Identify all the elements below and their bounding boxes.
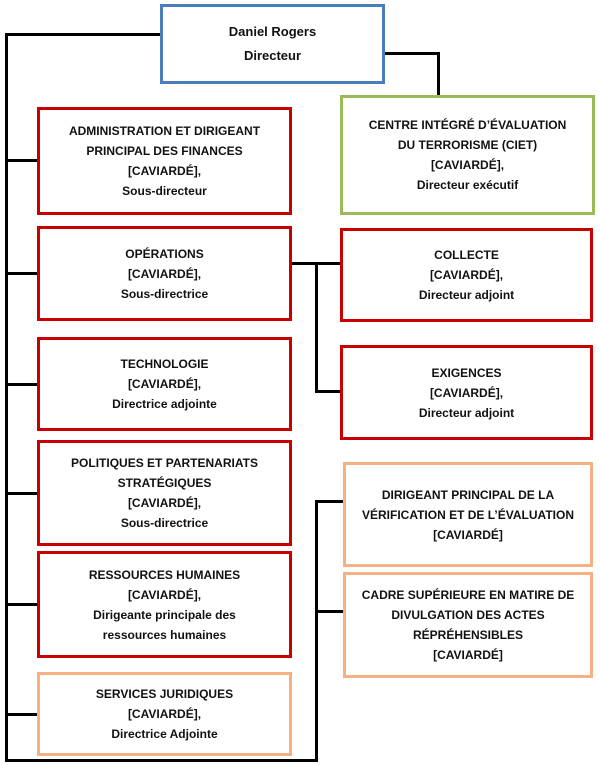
- org-box-ciet: CENTRE INTÉGRÉ D’ÉVALUATION DU TERRORISM…: [340, 95, 595, 215]
- connector-stub-dirigeant: [315, 500, 343, 503]
- org-box-line: [CAVIARDÉ]: [433, 527, 503, 542]
- org-box-line: Directeur exécutif: [416, 178, 519, 192]
- org-box-line: TECHNOLOGIE: [120, 357, 209, 371]
- org-box-line: VÉRIFICATION ET DE L’ÉVALUATION: [361, 507, 574, 522]
- org-box-line: Directrice adjointe: [112, 397, 217, 411]
- org-box-line: Directeur adjoint: [418, 405, 515, 420]
- connector-right-bottom-spine: [315, 500, 318, 762]
- org-box-exigences: EXIGENCES [CAVIARDÉ], Directeur adjoint: [340, 345, 593, 440]
- connector-stub-ressources: [5, 603, 37, 606]
- org-box-line: POLITIQUES ET PARTENARIATS: [71, 456, 258, 470]
- org-box-line: OPÉRATIONS: [125, 246, 204, 261]
- org-box-line: ADMINISTRATION ET DIRIGEANT: [68, 124, 261, 138]
- org-box-admin: ADMINISTRATION ET DIRIGEANT PRINCIPAL DE…: [37, 107, 292, 215]
- connector-stub-admin: [5, 159, 37, 162]
- org-box-line: Sous-directrice: [120, 286, 209, 301]
- connector-stub-politiques: [5, 492, 37, 495]
- connector-ops-spine-v: [315, 262, 318, 393]
- org-box-line: [CAVIARDÉ],: [127, 587, 202, 602]
- connector-stub-services: [5, 713, 37, 716]
- org-box-dirigeant: DIRIGEANT PRINCIPAL DE LA VÉRIFICATION E…: [343, 462, 593, 567]
- org-box-line: [CAVIARDÉ],: [127, 164, 202, 178]
- connector-top-right-h: [385, 52, 440, 55]
- org-box-technologie: TECHNOLOGIE [CAVIARDÉ], Directrice adjoi…: [37, 337, 292, 431]
- connector-top-right-v: [437, 52, 440, 95]
- org-box-line: ressources humaines: [102, 627, 227, 642]
- org-box-line: PRINCIPAL DES FINANCES: [86, 144, 243, 158]
- org-box-line: Directeur adjoint: [418, 288, 515, 302]
- org-box-line: [CAVIARDÉ]: [433, 648, 503, 662]
- org-box-director: Daniel Rogers Directeur: [160, 4, 385, 84]
- org-box-line: CADRE SUPÉRIEURE EN MATIRE DE: [361, 588, 575, 602]
- org-box-line: [CAVIARDÉ],: [127, 377, 202, 391]
- org-box-line: [CAVIARDÉ],: [127, 496, 202, 510]
- director-name: Daniel Rogers: [228, 24, 317, 39]
- connector-bottom-h: [5, 759, 318, 762]
- org-box-politiques: POLITIQUES ET PARTENARIATS STRATÉGIQUES …: [37, 440, 292, 546]
- org-box-line: Sous-directrice: [120, 516, 209, 530]
- org-box-line: EXIGENCES: [431, 365, 502, 380]
- org-box-line: DIRIGEANT PRINCIPAL DE LA: [381, 487, 555, 502]
- org-box-services: SERVICES JURIDIQUES [CAVIARDÉ], Directri…: [37, 672, 292, 756]
- org-box-line: RÉPRÉHENSIBLES: [412, 628, 524, 642]
- connector-stub-cadre: [315, 610, 343, 613]
- connector-left-spine: [5, 33, 8, 762]
- org-box-line: DIVULGATION DES ACTES: [391, 608, 545, 622]
- org-box-line: DU TERRORISME (CIET): [397, 138, 538, 152]
- org-box-line: SERVICES JURIDIQUES: [95, 687, 234, 701]
- connector-top-left-h: [5, 33, 160, 36]
- org-box-collecte: COLLECTE [CAVIARDÉ], Directeur adjoint: [340, 228, 593, 322]
- org-box-cadre: CADRE SUPÉRIEURE EN MATIRE DE DIVULGATIO…: [343, 572, 593, 678]
- org-box-line: COLLECTE: [434, 248, 499, 262]
- connector-stub-exigences: [315, 390, 340, 393]
- org-box-line: [CAVIARDÉ],: [429, 268, 504, 282]
- connector-stub-operations: [5, 272, 37, 275]
- org-box-line: Directrice Adjointe: [111, 727, 218, 741]
- org-box-ressources: RESSOURCES HUMAINES [CAVIARDÉ], Dirigean…: [37, 551, 292, 658]
- org-box-line: STRATÉGIQUES: [117, 476, 212, 490]
- org-box-line: [CAVIARDÉ],: [127, 707, 202, 721]
- org-box-line: CENTRE INTÉGRÉ D’ÉVALUATION: [368, 118, 567, 132]
- org-box-line: Dirigeante principale des: [93, 607, 236, 622]
- org-box-line: RESSOURCES HUMAINES: [88, 567, 241, 582]
- org-box-line: [CAVIARDÉ],: [430, 158, 505, 172]
- connector-stub-technologie: [5, 383, 37, 386]
- org-box-line: Sous-directeur: [122, 184, 207, 198]
- org-box-line: [CAVIARDÉ],: [429, 385, 504, 400]
- director-title: Directeur: [243, 48, 302, 63]
- org-box-line: [CAVIARDÉ],: [127, 266, 202, 281]
- org-box-operations: OPÉRATIONS [CAVIARDÉ], Sous-directrice: [37, 226, 292, 321]
